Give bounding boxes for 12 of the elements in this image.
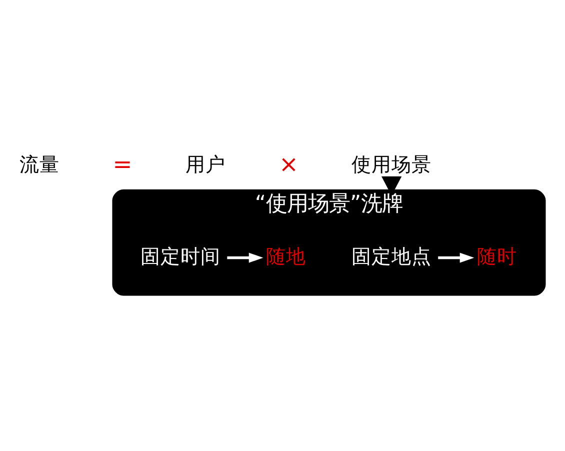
node-text: 随地: [266, 244, 306, 268]
node-text: 固定地点: [352, 244, 432, 268]
node-text: 流量: [19, 152, 60, 176]
node-text: 使用场景: [352, 152, 432, 176]
node-text: 用户: [186, 152, 226, 176]
label: =: [112, 150, 132, 178]
node-text: 固定时间: [140, 244, 221, 268]
arrow: [381, 176, 402, 196]
node-text: 随时: [477, 244, 518, 268]
label: ×: [279, 150, 298, 178]
arrow: [227, 252, 264, 262]
arrow: [438, 252, 474, 262]
